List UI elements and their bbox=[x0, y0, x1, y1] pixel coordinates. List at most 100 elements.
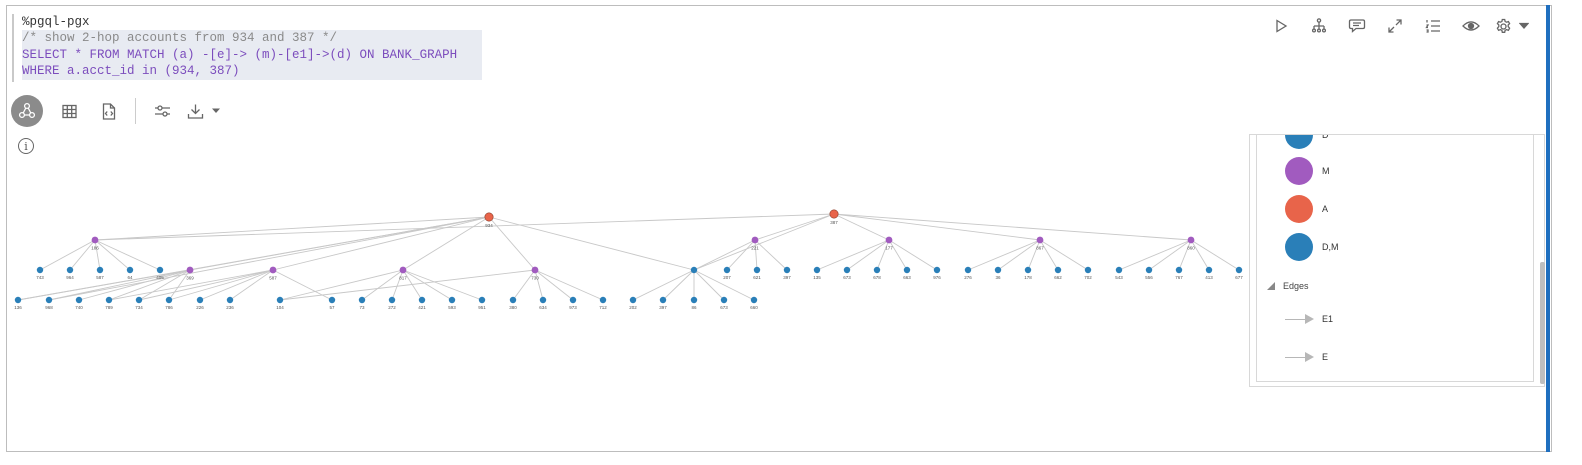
graph-edge[interactable] bbox=[168, 269, 191, 301]
code-editor[interactable]: %pgql-pgx /* show 2-hop accounts from 93… bbox=[12, 14, 482, 82]
graph-edge[interactable] bbox=[229, 269, 274, 301]
chevron-down-icon[interactable] bbox=[1516, 15, 1532, 37]
graph-edge[interactable] bbox=[726, 239, 756, 271]
gear-icon[interactable] bbox=[1490, 15, 1516, 37]
graph-node[interactable] bbox=[448, 296, 456, 304]
graph-node[interactable] bbox=[45, 296, 53, 304]
graph-edge[interactable] bbox=[1118, 239, 1192, 271]
graph-edge[interactable] bbox=[272, 216, 490, 271]
graph-edge[interactable] bbox=[272, 269, 333, 301]
graph-node[interactable] bbox=[531, 266, 539, 274]
graph-node[interactable] bbox=[75, 296, 83, 304]
graph-edge[interactable] bbox=[1190, 239, 1210, 271]
graph-edge[interactable] bbox=[693, 269, 755, 301]
graph-node[interactable] bbox=[1187, 236, 1195, 244]
graph-edge[interactable] bbox=[402, 269, 423, 301]
graph-node[interactable] bbox=[91, 236, 99, 244]
graph-edge[interactable] bbox=[888, 239, 908, 271]
graph-edge[interactable] bbox=[1190, 239, 1240, 271]
graph-edge[interactable] bbox=[69, 239, 96, 271]
graph-node[interactable] bbox=[753, 266, 761, 274]
graph-edge[interactable] bbox=[512, 269, 536, 301]
graph-node[interactable] bbox=[66, 266, 74, 274]
legend-edge-e1[interactable]: E1 bbox=[1285, 314, 1333, 324]
graph-node[interactable] bbox=[1084, 266, 1092, 274]
graph-node[interactable] bbox=[569, 296, 577, 304]
graph-node[interactable] bbox=[1235, 266, 1243, 274]
graph-node[interactable] bbox=[843, 266, 851, 274]
graph-node[interactable] bbox=[599, 296, 607, 304]
graph-edge[interactable] bbox=[48, 216, 490, 301]
graph-node[interactable] bbox=[750, 296, 758, 304]
legend-node-dm[interactable]: D,M bbox=[1285, 233, 1339, 261]
graph-node[interactable] bbox=[690, 296, 698, 304]
graph-view-icon[interactable] bbox=[11, 95, 43, 127]
graph-edge[interactable] bbox=[754, 239, 788, 271]
graph-edge[interactable] bbox=[888, 239, 938, 271]
graph-node[interactable] bbox=[829, 209, 839, 219]
legend-node-d[interactable]: D bbox=[1285, 135, 1329, 149]
graph-edge[interactable] bbox=[1178, 239, 1192, 271]
graph-node[interactable] bbox=[135, 296, 143, 304]
graph-edge[interactable] bbox=[876, 239, 890, 271]
graph-edge[interactable] bbox=[833, 213, 1041, 241]
graph-edge[interactable] bbox=[391, 269, 404, 301]
graph-node[interactable] bbox=[933, 266, 941, 274]
graph-edge[interactable] bbox=[1027, 239, 1041, 271]
legend-node-m[interactable]: M bbox=[1285, 157, 1330, 185]
graph-edge[interactable] bbox=[662, 269, 695, 301]
graph-edge[interactable] bbox=[833, 213, 890, 241]
info-icon[interactable]: i bbox=[18, 138, 34, 154]
graph-node[interactable] bbox=[813, 266, 821, 274]
graph-node[interactable] bbox=[1115, 266, 1123, 274]
graph-node[interactable] bbox=[1205, 266, 1213, 274]
graph-edge[interactable] bbox=[534, 269, 574, 301]
run-icon[interactable] bbox=[1262, 15, 1300, 37]
graph-edge[interactable] bbox=[754, 239, 758, 271]
graph-edge[interactable] bbox=[534, 269, 544, 301]
graph-edge[interactable] bbox=[138, 269, 274, 301]
graph-edge[interactable] bbox=[402, 216, 490, 271]
graph-node[interactable] bbox=[399, 266, 407, 274]
graph-edge[interactable] bbox=[94, 213, 835, 241]
graph-edge[interactable] bbox=[108, 269, 191, 301]
graph-edge[interactable] bbox=[361, 269, 404, 301]
graph-edge[interactable] bbox=[693, 213, 835, 271]
graph-edge[interactable] bbox=[108, 269, 274, 301]
legend-node-a[interactable]: A bbox=[1285, 195, 1328, 223]
graph-node[interactable] bbox=[165, 296, 173, 304]
graph-edge[interactable] bbox=[402, 269, 483, 301]
graph-node[interactable] bbox=[1036, 236, 1044, 244]
graph-node[interactable] bbox=[723, 266, 731, 274]
legend-scrollbar[interactable] bbox=[1540, 262, 1545, 384]
graph-edge[interactable] bbox=[279, 269, 536, 301]
list-icon[interactable] bbox=[1414, 15, 1452, 37]
graph-node[interactable] bbox=[539, 296, 547, 304]
graph-node[interactable] bbox=[659, 296, 667, 304]
graph-edge[interactable] bbox=[997, 239, 1041, 271]
graph-node[interactable] bbox=[358, 296, 366, 304]
graph-node[interactable] bbox=[126, 266, 134, 274]
graph-edge[interactable] bbox=[94, 216, 490, 241]
graph-node[interactable] bbox=[629, 296, 637, 304]
comment-icon[interactable] bbox=[1338, 15, 1376, 37]
graph-edge[interactable] bbox=[402, 269, 453, 301]
graph-edge[interactable] bbox=[48, 269, 191, 301]
graph-node[interactable] bbox=[36, 266, 44, 274]
graph-node[interactable] bbox=[418, 296, 426, 304]
graph-node[interactable] bbox=[690, 266, 698, 274]
download-icon[interactable] bbox=[182, 95, 208, 127]
graph-node[interactable] bbox=[269, 266, 277, 274]
graph-structure-icon[interactable] bbox=[1300, 15, 1338, 37]
graph-edge[interactable] bbox=[39, 239, 96, 271]
graph-edge[interactable] bbox=[1039, 239, 1059, 271]
graph-node[interactable] bbox=[96, 266, 104, 274]
chevron-down-icon[interactable] bbox=[208, 95, 224, 127]
graph-node[interactable] bbox=[994, 266, 1002, 274]
graph-node[interactable] bbox=[186, 266, 194, 274]
graph-node[interactable] bbox=[388, 296, 396, 304]
graph-node[interactable] bbox=[276, 296, 284, 304]
graph-edge[interactable] bbox=[754, 213, 835, 241]
graph-edge[interactable] bbox=[1148, 239, 1192, 271]
graph-edge[interactable] bbox=[1039, 239, 1089, 271]
